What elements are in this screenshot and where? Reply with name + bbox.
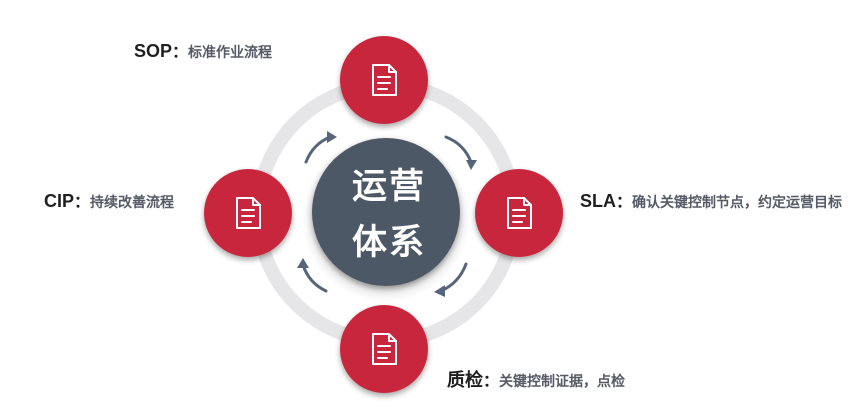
document-icon bbox=[372, 64, 397, 96]
center-title-line2: 体系 bbox=[351, 223, 426, 263]
label-description: 关键控制证据，点检 bbox=[499, 374, 626, 390]
label-cip: CIP ： 持续改善流程 bbox=[44, 188, 174, 212]
document-icon bbox=[507, 197, 532, 229]
node-sop bbox=[340, 36, 428, 124]
label-key: 质检 bbox=[447, 370, 483, 390]
arrow-icon bbox=[444, 135, 473, 164]
label-key: SOP bbox=[134, 41, 173, 61]
arrowhead-top-right bbox=[466, 160, 477, 170]
node-sla bbox=[475, 169, 563, 257]
label-key: CIP bbox=[44, 191, 75, 211]
label-sla: SLA ： 确认关键控制节点，约定运营目标 bbox=[580, 188, 842, 212]
label-key: SLA bbox=[580, 191, 616, 211]
label-description: 持续改善流程 bbox=[90, 195, 175, 211]
center-circle bbox=[312, 138, 460, 286]
node-qc bbox=[340, 305, 428, 393]
document-icon bbox=[372, 333, 397, 365]
arrowhead-top-left bbox=[327, 131, 337, 143]
label-separator: ： bbox=[172, 42, 189, 61]
center-title-line1: 运营 bbox=[351, 167, 426, 207]
arrowhead-bottom-right bbox=[434, 285, 445, 297]
label-qc: 质检 ： 关键控制证据，点检 bbox=[447, 366, 625, 392]
label-description: 确认关键控制节点，约定运营目标 bbox=[632, 195, 843, 211]
label-separator: ： bbox=[616, 192, 633, 211]
label-sop: SOP ： 标准作业流程 bbox=[134, 38, 272, 62]
arrowhead-bottom-left bbox=[297, 258, 309, 268]
document-icon bbox=[236, 197, 261, 229]
label-separator: ： bbox=[74, 192, 91, 211]
label-description: 标准作业流程 bbox=[188, 45, 273, 61]
node-cip bbox=[204, 169, 292, 257]
label-separator: ： bbox=[483, 371, 500, 390]
